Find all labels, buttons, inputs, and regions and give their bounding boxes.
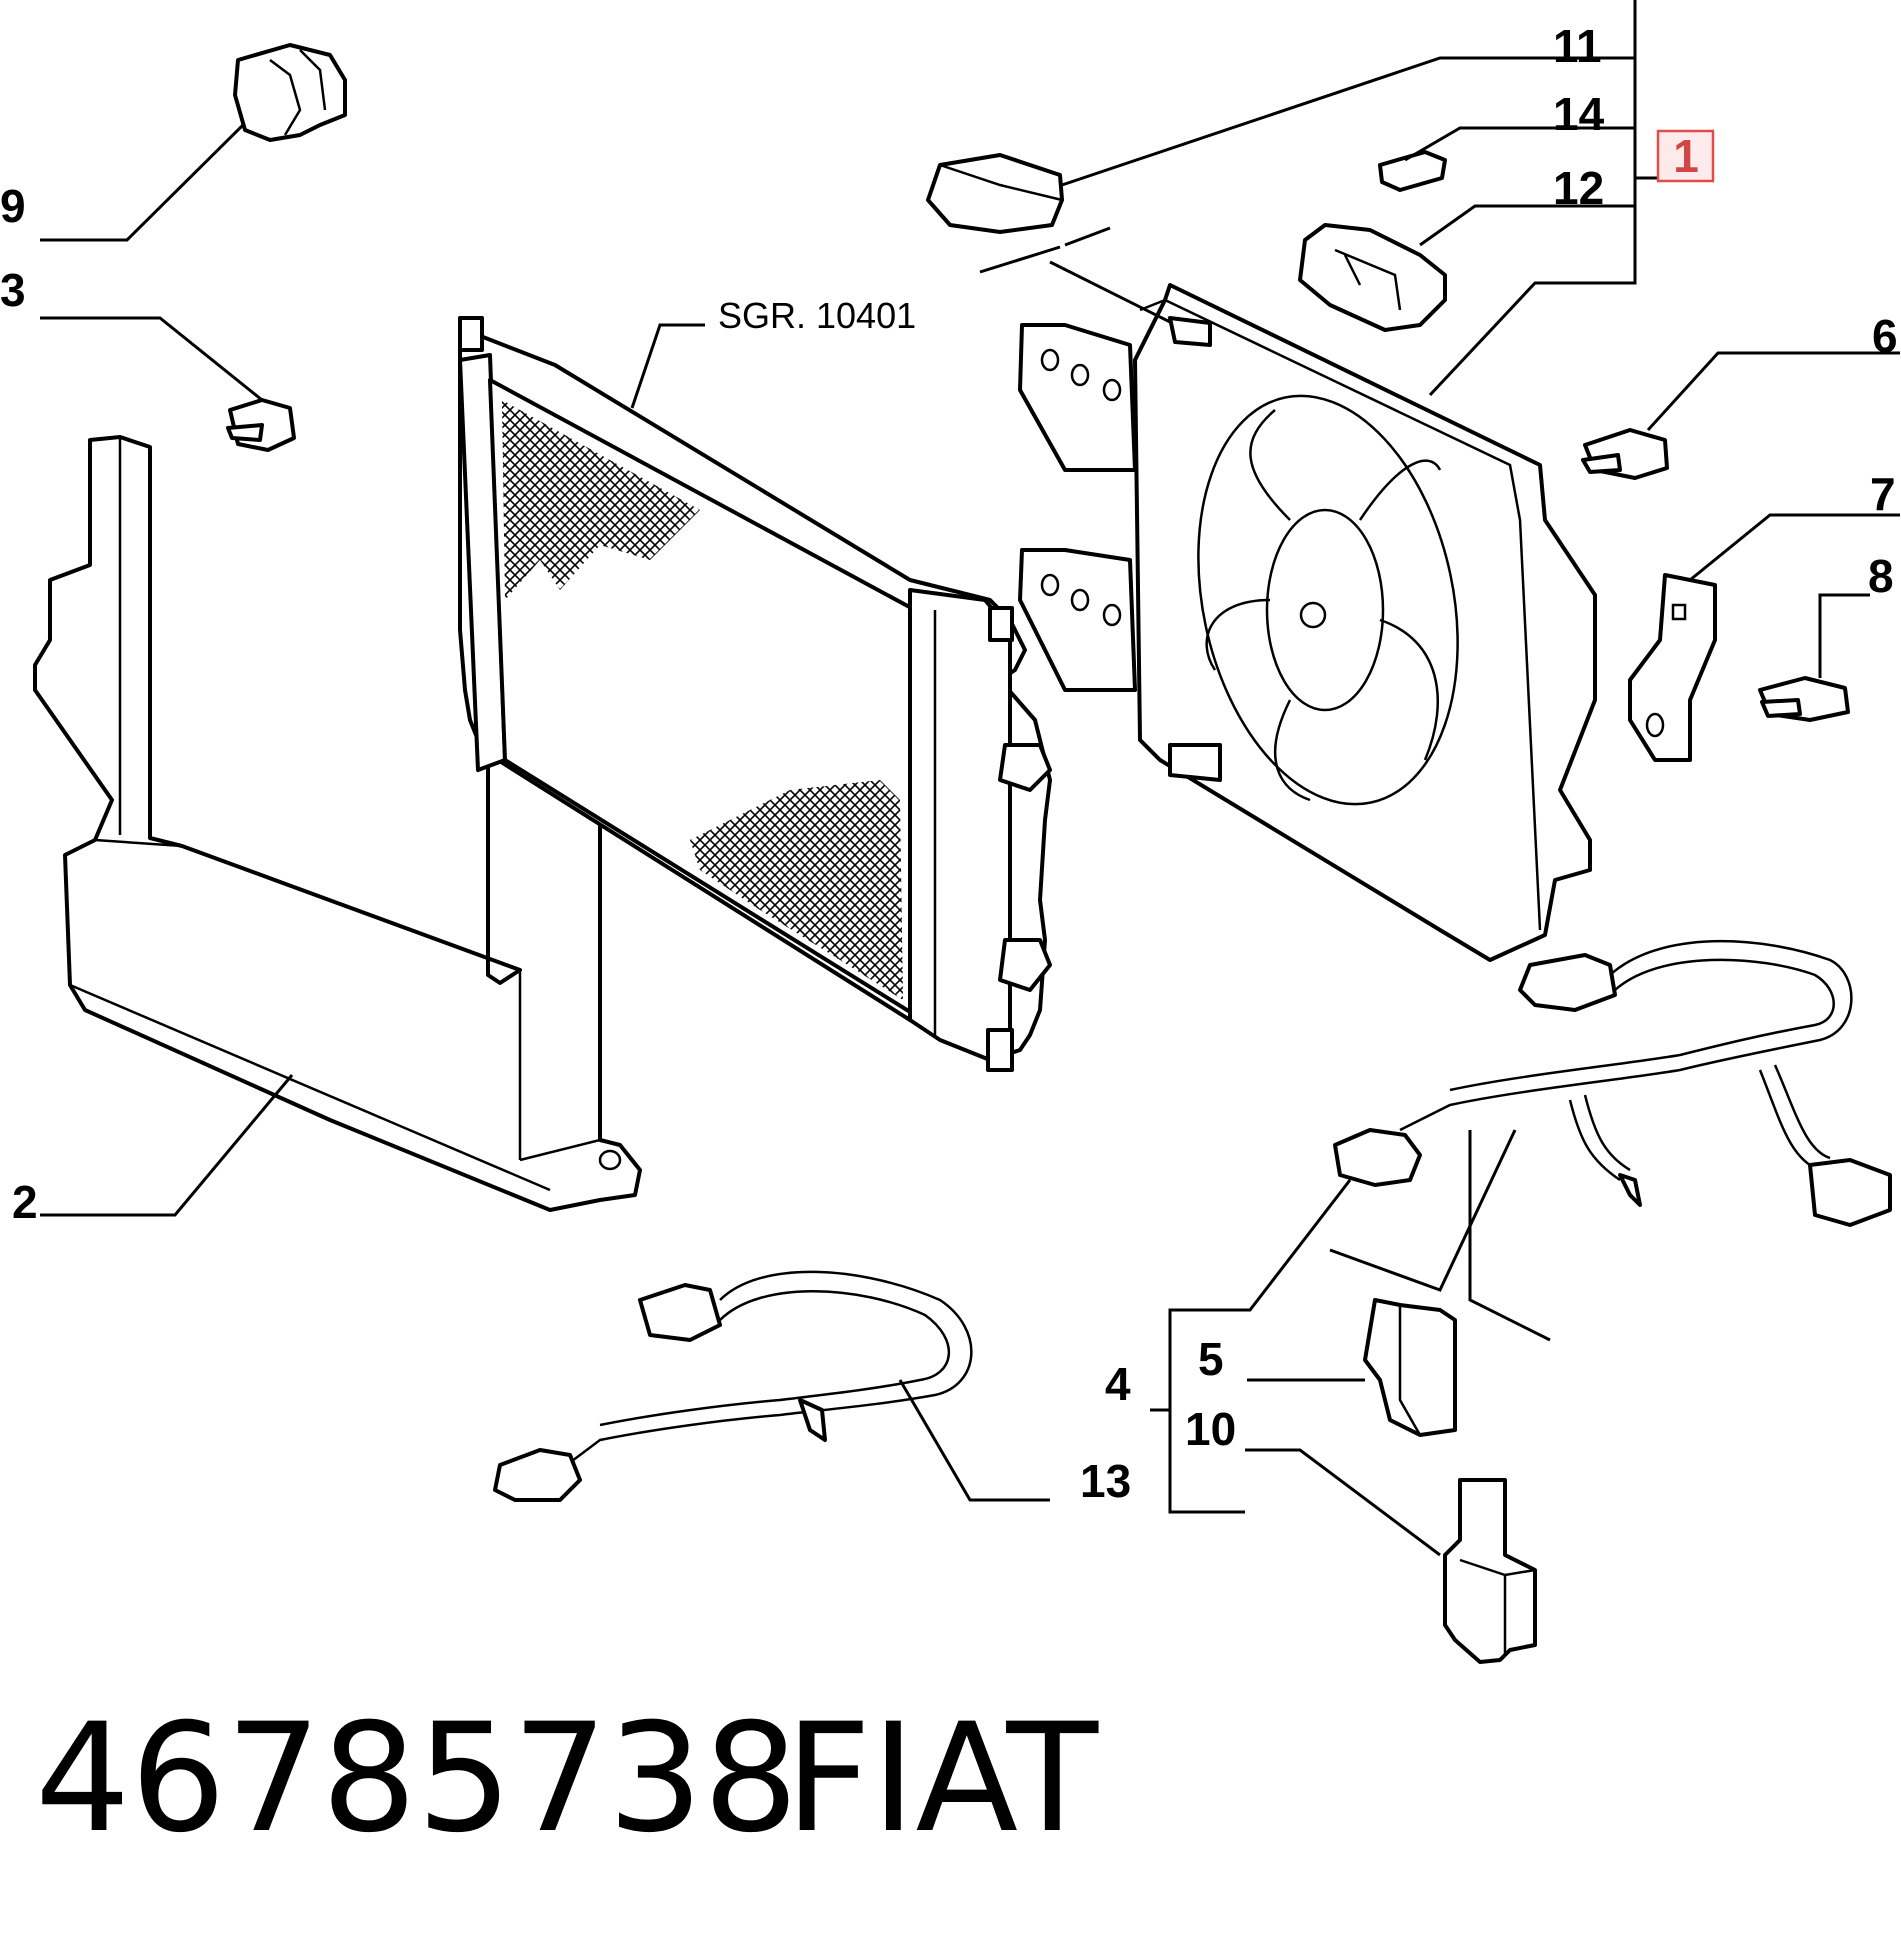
callout-highlight-box (1656, 129, 1715, 183)
callout-10: 10 (1185, 1403, 1236, 1455)
callout-4: 4 (1105, 1358, 1131, 1410)
air-deflector-part-2 (33, 435, 642, 1217)
callout-11: 11 (1553, 20, 1602, 72)
wiring-harness-part-13 (493, 1270, 1050, 1502)
bolt-part-6 (1581, 351, 1900, 480)
clip-part-9 (40, 43, 347, 242)
part-number: 46785738 (35, 1692, 798, 1866)
callout-3: 3 (0, 264, 26, 316)
wiring-harness-upper (1150, 939, 1892, 1514)
callout-6: 6 (1872, 310, 1898, 362)
bracket-part-7 (1628, 513, 1900, 762)
radiator (458, 316, 1052, 1072)
callout-2: 2 (12, 1176, 38, 1228)
resistor-part-12 (1298, 204, 1600, 332)
cover-part-11 (926, 56, 1600, 234)
callout-7: 7 (1870, 468, 1896, 520)
callout-8: 8 (1868, 550, 1894, 602)
reference-label: SGR. 10401 (718, 295, 916, 336)
bolt-part-3 (40, 316, 296, 452)
callout-9: 9 (0, 180, 26, 232)
callout-13: 13 (1080, 1455, 1131, 1507)
screw-part-14 (1378, 126, 1600, 192)
holder-part-5 (1247, 1298, 1457, 1437)
relay-part-10 (1245, 1448, 1537, 1664)
callout-5: 5 (1198, 1333, 1224, 1385)
bolt-part-8 (1758, 593, 1870, 722)
callout-1: 1 (1673, 130, 1699, 182)
callout-14: 14 (1553, 88, 1605, 140)
callout-12: 12 (1553, 162, 1604, 214)
fan-assembly-part-1 (979, 0, 1658, 962)
brand-name: FIAT (785, 1692, 1099, 1866)
